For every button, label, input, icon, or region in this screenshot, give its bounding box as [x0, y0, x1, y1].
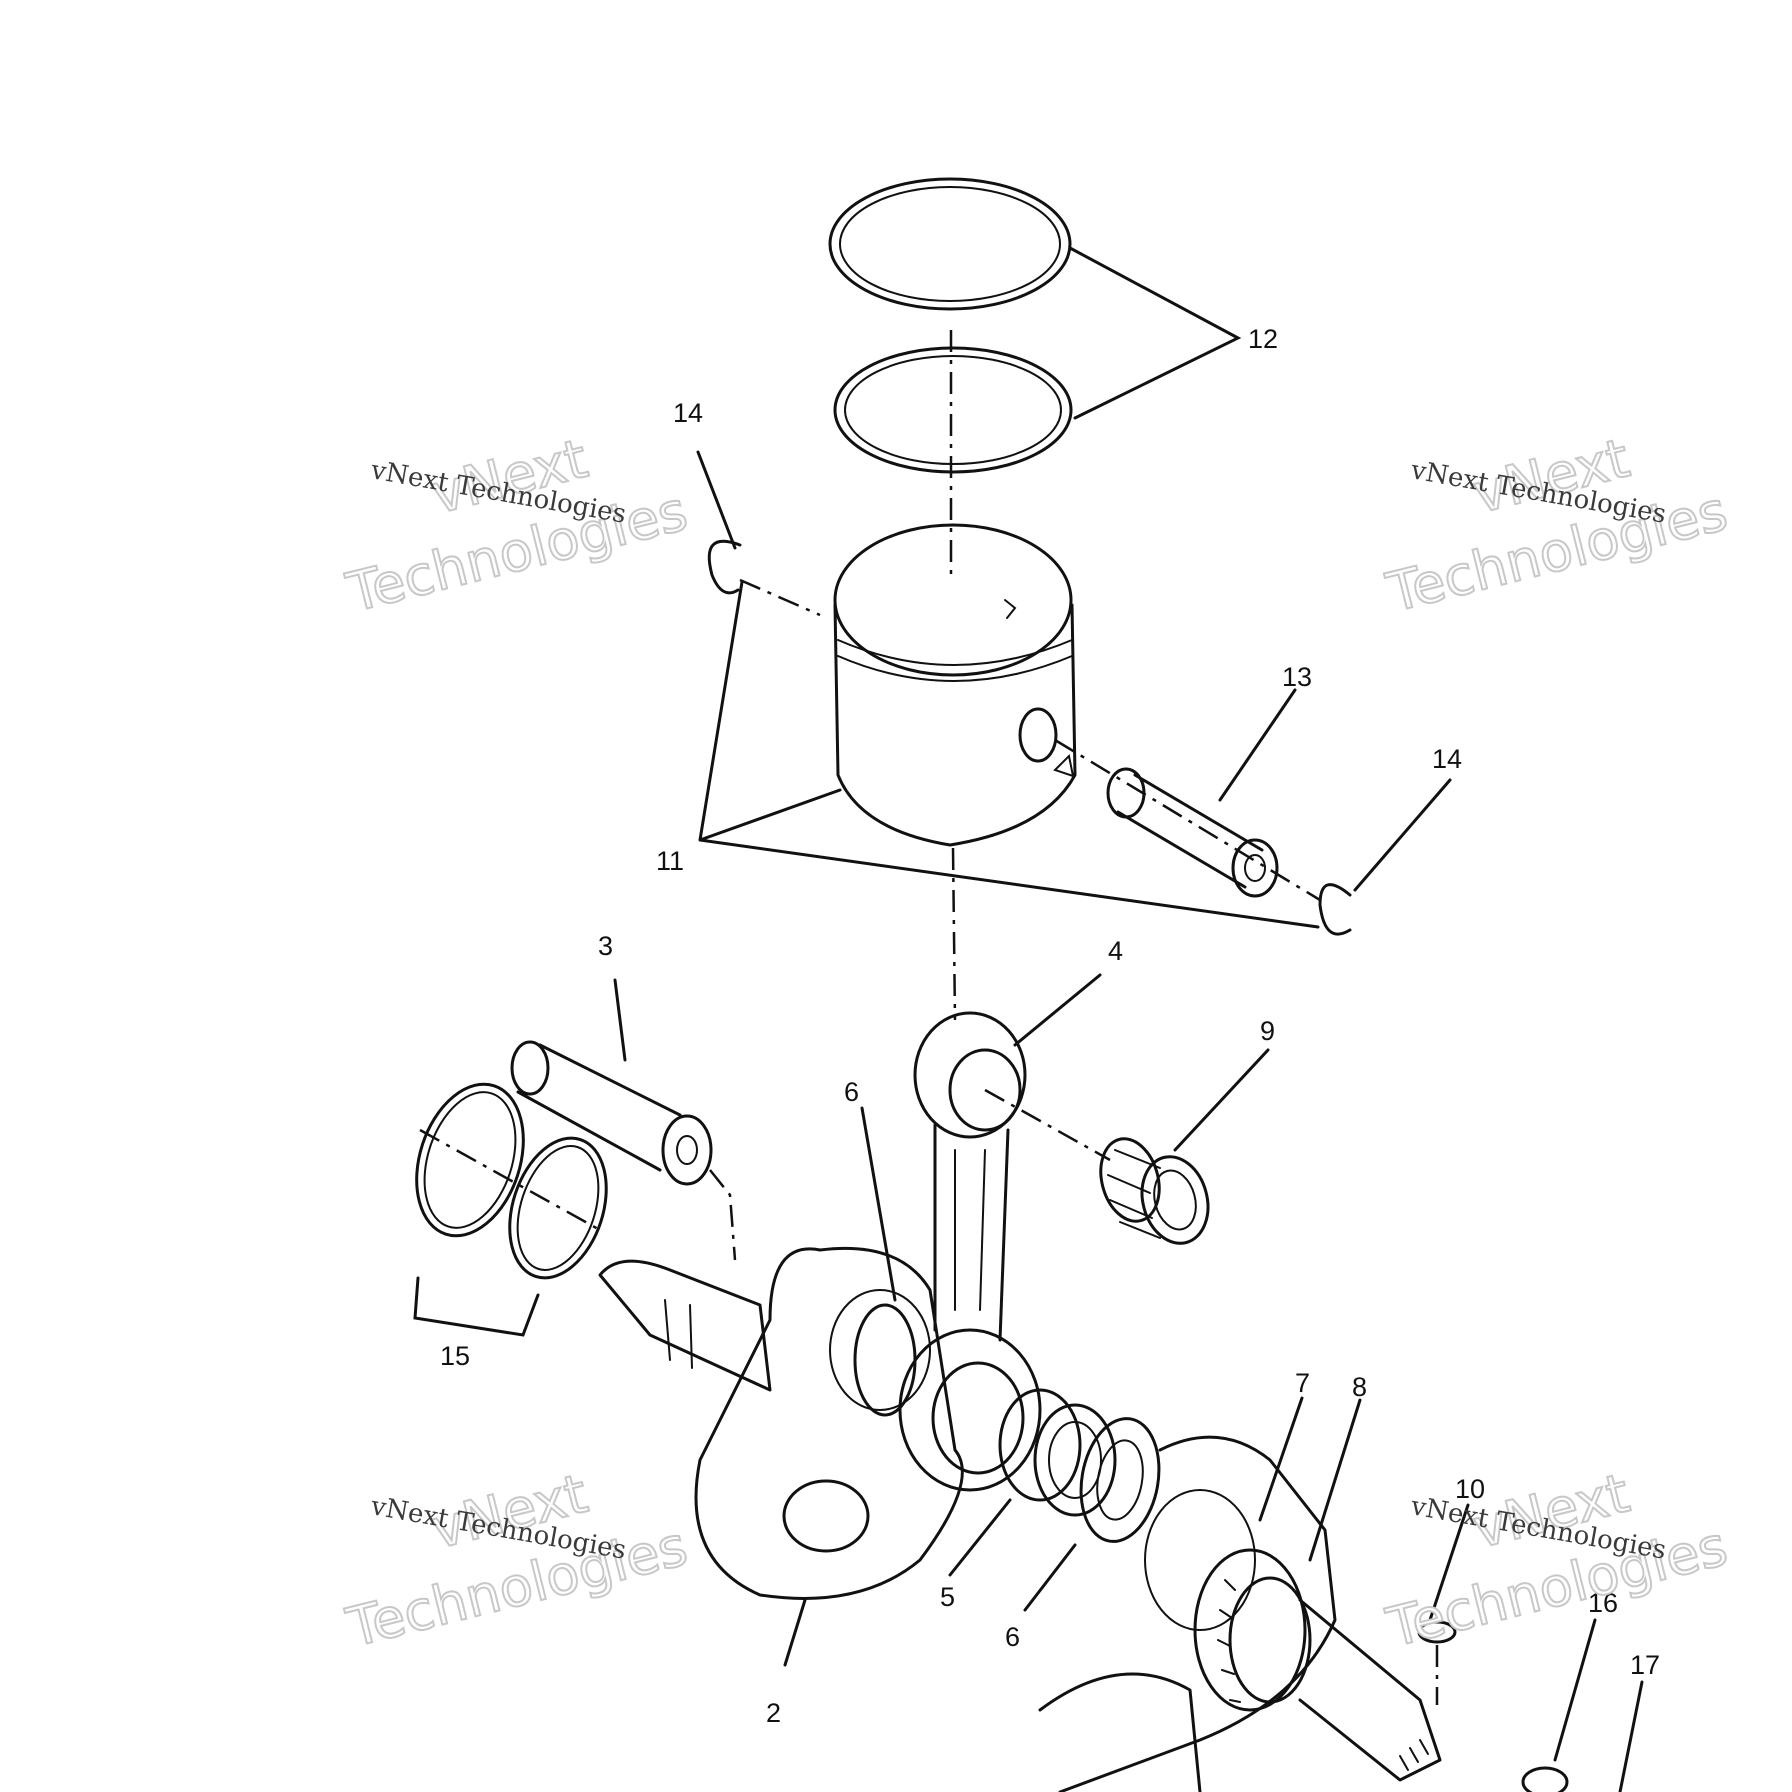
- connecting-rod: [898, 1011, 1111, 1492]
- pin-axis-left: [739, 578, 821, 617]
- callout-2: 2: [766, 1698, 781, 1728]
- callout-13: 13: [1282, 662, 1312, 692]
- callout-4: 4: [1108, 936, 1123, 966]
- callout-7: 7: [1295, 1368, 1310, 1398]
- callout-12: 12: [1248, 324, 1278, 354]
- piston-pin-clip: [707, 539, 742, 595]
- output-shaft: [1298, 1598, 1442, 1782]
- callout-6-lower: 6: [1005, 1622, 1020, 1652]
- callout-15: 15: [440, 1341, 470, 1371]
- callout-14-right: 14: [1432, 744, 1462, 774]
- piston: [833, 523, 1077, 847]
- leader-lines: [413, 246, 1644, 1792]
- centre-axis-rod: [951, 847, 957, 1021]
- needle-bearing: [1099, 1137, 1210, 1245]
- crankshaft-left-web: [598, 1246, 964, 1600]
- crankshaft-right-web: [1038, 1435, 1337, 1792]
- piston-pin: [1106, 767, 1279, 898]
- callout-10: 10: [1455, 1474, 1485, 1504]
- woodruff-key: [1417, 1620, 1457, 1644]
- callout-labels: 2 3 4 5 6 6 7 8 9 10 11 12 13 14 14 15 1…: [440, 324, 1660, 1728]
- callout-14: 14: [673, 398, 703, 428]
- callout-11: 11: [656, 846, 684, 876]
- callout-8: 8: [1352, 1372, 1367, 1402]
- callout-6: 6: [844, 1077, 859, 1107]
- main-bearing: [998, 1388, 1117, 1517]
- piston-pin-clip: [1318, 883, 1352, 936]
- thrust-washer: [853, 1303, 1161, 1543]
- washer: [1521, 1766, 1569, 1792]
- callout-17: 17: [1630, 1650, 1660, 1680]
- crankshaft-seal-rings: [415, 1082, 608, 1280]
- callout-3: 3: [598, 931, 613, 961]
- ball-bearing: [1193, 1548, 1312, 1712]
- callout-16: 16: [1588, 1588, 1618, 1618]
- callout-5: 5: [940, 1582, 955, 1612]
- callout-9: 9: [1260, 1016, 1275, 1046]
- pin-axis-right: [1054, 738, 1321, 902]
- crank-pin: [510, 1040, 737, 1261]
- piston-rings: [828, 177, 1073, 474]
